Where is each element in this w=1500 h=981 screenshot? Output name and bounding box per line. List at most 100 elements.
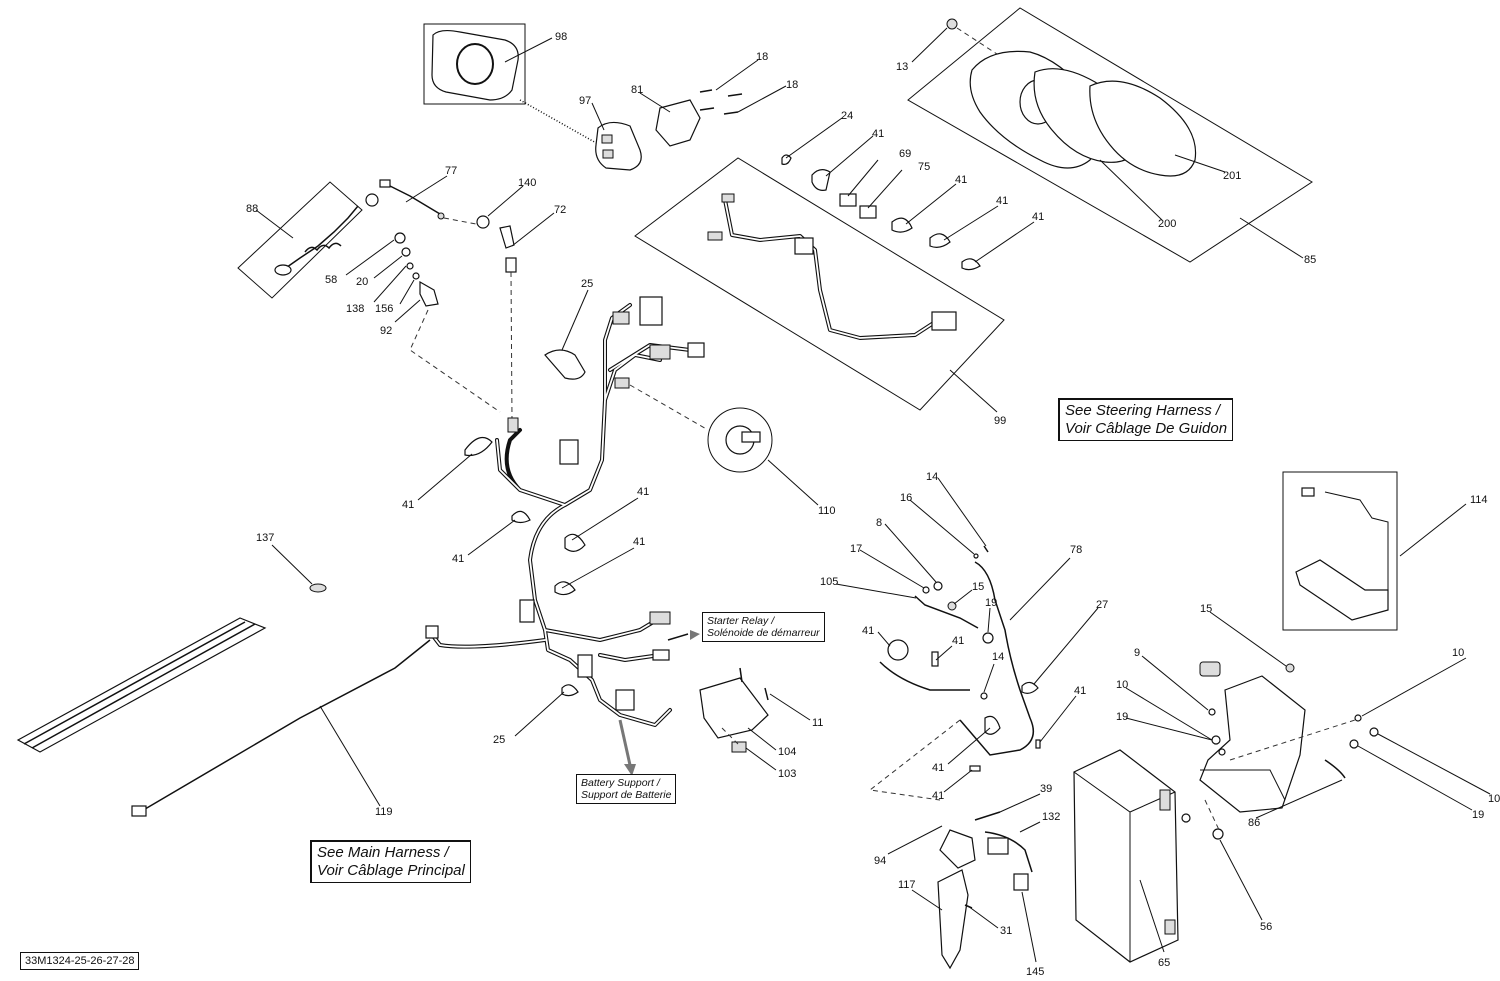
clip-41c: [929, 233, 951, 248]
harness-119: [139, 639, 431, 813]
module-104: [699, 677, 769, 739]
cable-132: [984, 831, 1033, 873]
nut-17: [922, 586, 930, 594]
callout-88: 88: [246, 203, 258, 215]
callout-41c: 41: [996, 195, 1008, 207]
note-steering-harness: See Steering Harness / Voir Câblage De G…: [1058, 398, 1234, 441]
clip-41l: [969, 765, 981, 772]
nut-10a: [1218, 748, 1226, 756]
callout-41g: 41: [637, 486, 649, 498]
decal-frame: [423, 23, 526, 105]
callout-39: 39: [1040, 783, 1052, 795]
nut-19a: [982, 632, 994, 644]
callout-27: 27: [1096, 599, 1108, 611]
clip-41j: [931, 651, 939, 667]
bolt-10b: [1369, 727, 1379, 737]
note-battery-line2: Support de Batterie: [581, 789, 672, 801]
nut-16: [973, 553, 979, 559]
callout-85: 85: [1304, 254, 1316, 266]
callout-137: 137: [256, 532, 274, 544]
connector-75: [859, 205, 877, 219]
nut-58: [394, 232, 406, 244]
callout-10c: 10: [1488, 793, 1500, 805]
callout-19b: 19: [1116, 711, 1128, 723]
callout-119: 119: [375, 806, 393, 818]
callout-41a: 41: [872, 128, 884, 140]
callout-140: 140: [518, 177, 536, 189]
callout-15b: 15: [1200, 603, 1212, 615]
callout-19c: 19: [1472, 809, 1484, 821]
bracket-117: [937, 869, 969, 970]
callout-65: 65: [1158, 957, 1170, 969]
callout-72: 72: [554, 204, 566, 216]
callout-97: 97: [579, 95, 591, 107]
ignition-switch-110: [707, 407, 773, 473]
bolt-8: [933, 581, 943, 591]
gauge-cluster-panel: [907, 7, 1313, 263]
callout-92: 92: [380, 325, 392, 337]
plug-137: [309, 583, 327, 593]
gauge-lens-201: [1089, 80, 1197, 177]
callout-81: 81: [631, 84, 643, 96]
callout-200: 200: [1158, 218, 1176, 230]
callout-15a: 15: [972, 581, 984, 593]
note-starter-relay: Starter Relay / Solénoide de démarreur: [702, 612, 825, 642]
note-starter-line1: Starter Relay /: [707, 615, 775, 627]
callout-24: 24: [841, 110, 853, 122]
callout-58: 58: [325, 274, 337, 286]
clip-41b: [891, 217, 913, 233]
callout-41j: 41: [952, 635, 964, 647]
note-main-line1: See Main Harness /: [317, 844, 449, 861]
inset-tray-114: [1295, 559, 1389, 621]
callout-9: 9: [1134, 647, 1140, 659]
callout-41m: 41: [932, 790, 944, 802]
cap-140: [476, 215, 490, 229]
clip-41e: [464, 436, 493, 457]
switch-92: [419, 280, 439, 307]
solenoid-94: [939, 829, 976, 869]
note-steering-line2: Voir Câblage De Guidon: [1065, 420, 1228, 437]
note-main-harness: See Main Harness / Voir Câblage Principa…: [310, 840, 471, 883]
clip-24: [781, 154, 792, 165]
bolt-9: [1208, 708, 1216, 716]
callout-25a: 25: [581, 278, 593, 290]
note-starter-line2: Solénoide de démarreur: [707, 627, 820, 639]
callout-77: 77: [445, 165, 457, 177]
battery-support-inset: [1282, 471, 1398, 631]
oring-156: [412, 272, 420, 280]
callout-41d: 41: [1032, 211, 1044, 223]
callout-16: 16: [900, 492, 912, 504]
switch-72: [499, 225, 515, 249]
trim-strip: [16, 617, 267, 753]
callout-10b: 10: [1452, 647, 1464, 659]
battery-65: [1073, 749, 1179, 963]
clip-41f: [511, 510, 531, 524]
battery-cable-105: [914, 595, 979, 629]
callout-18a: 18: [756, 51, 768, 63]
callout-13: 13: [896, 61, 908, 73]
battery-cable-78: [959, 561, 1035, 756]
callout-18b: 18: [786, 79, 798, 91]
tether-cord-88: [279, 205, 359, 273]
callout-41f: 41: [452, 553, 464, 565]
grommet-41i: [887, 639, 909, 661]
bolt-56: [1212, 828, 1224, 840]
callout-labels: 98 18 18 81 97 13 201 200 85 24 41 69 75…: [246, 31, 1500, 978]
spacer-145: [1013, 873, 1029, 891]
pull-cord-77: [385, 183, 441, 215]
callout-14a: 14: [926, 471, 938, 483]
note-main-line2: Voir Câblage Principal: [317, 862, 465, 879]
tether-cord-panel: [237, 181, 363, 299]
callout-117: 117: [898, 879, 916, 891]
bolt-10c: [1354, 714, 1362, 722]
clip-41g: [564, 533, 586, 552]
callout-86: 86: [1248, 817, 1260, 829]
callout-41e: 41: [402, 499, 414, 511]
callout-19a: 19: [985, 597, 997, 609]
callout-56: 56: [1260, 921, 1272, 933]
callout-132: 132: [1042, 811, 1060, 823]
callout-31: 31: [1000, 925, 1012, 937]
callout-41h: 41: [633, 536, 645, 548]
callout-14b: 14: [992, 651, 1004, 663]
